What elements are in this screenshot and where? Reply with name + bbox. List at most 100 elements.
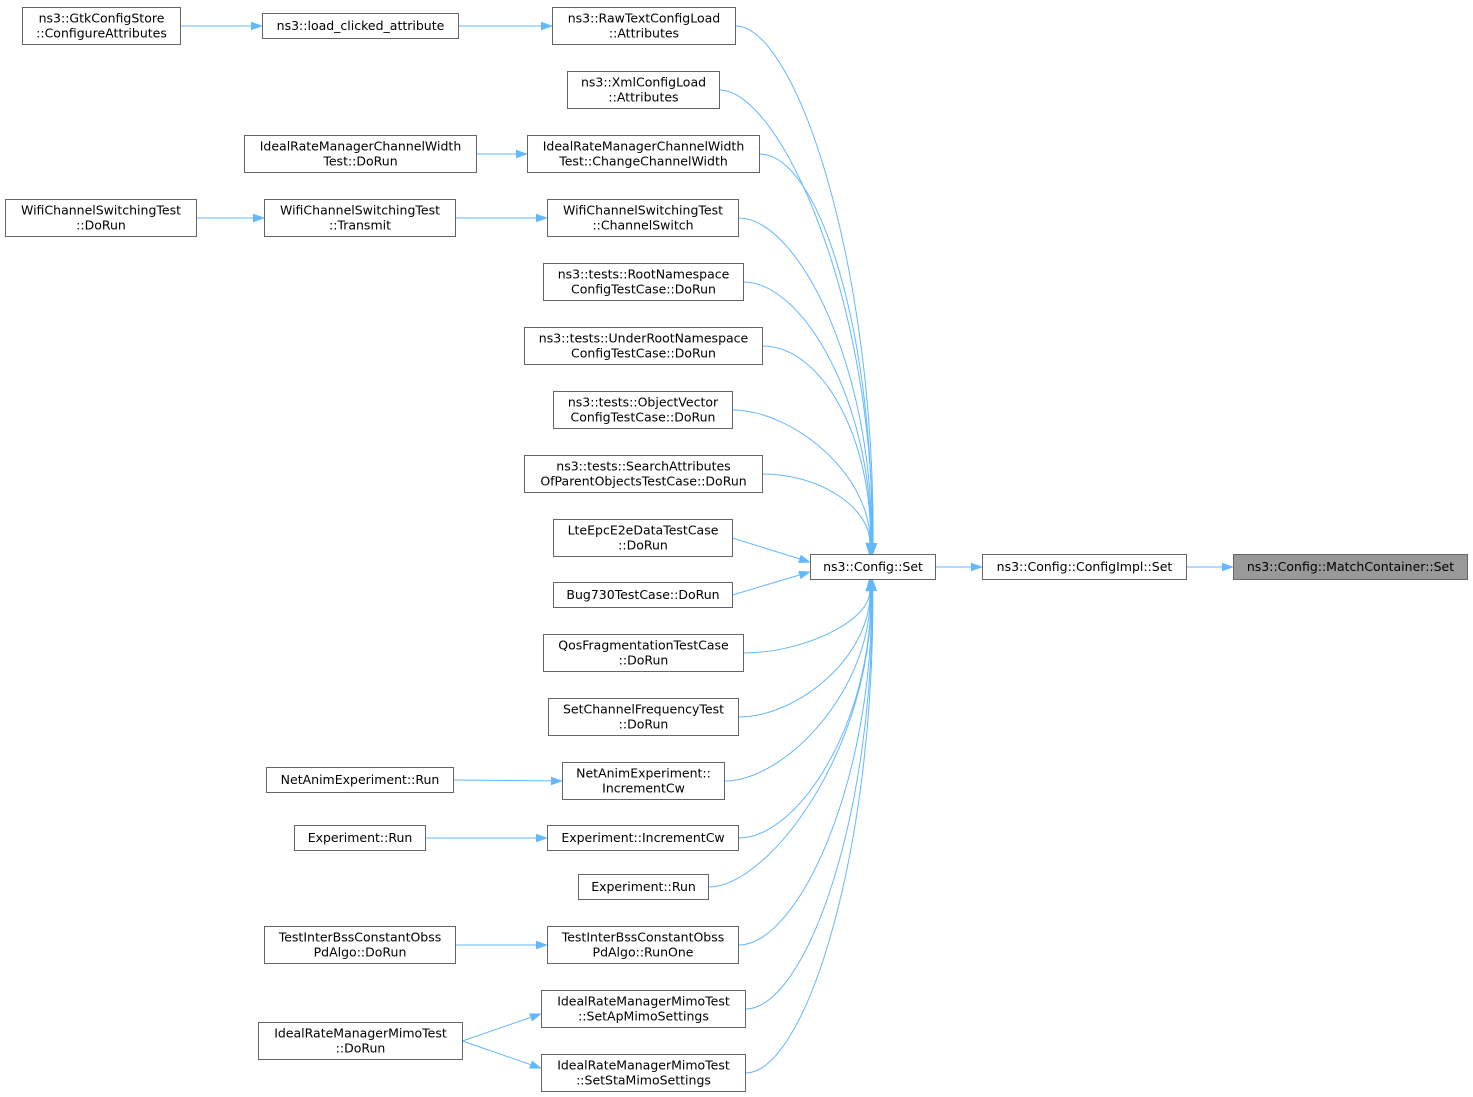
node-box [524, 327, 763, 365]
edge-layer [180, 21, 1234, 1074]
node-label: IncrementCw [602, 781, 685, 796]
node-setchanfreq[interactable]: SetChannelFrequencyTest::DoRun [548, 698, 739, 736]
node-label: ns3::Config::ConfigImpl::Set [997, 559, 1173, 574]
node-label: ::SetApMimoSettings [578, 1009, 709, 1024]
edge-arrowhead [868, 579, 878, 592]
node-configimpl[interactable]: ns3::Config::ConfigImpl::Set [982, 554, 1187, 580]
node-label: Experiment::Run [308, 830, 413, 845]
node-matchcont: ns3::Config::MatchContainer::Set [1233, 554, 1468, 580]
node-exp_inc[interactable]: Experiment::IncrementCw [547, 825, 739, 851]
edge-netanim_run-to-netanim_inc [453, 776, 563, 786]
node-label: IdealRateManagerMimoTest [557, 1058, 730, 1073]
edge-tibss_runone-to-configset [738, 579, 877, 946]
edge-exp_run_a-to-exp_inc [425, 833, 548, 843]
node-box [541, 990, 746, 1028]
node-label: ConfigTestCase::DoRun [571, 346, 716, 361]
edge-line [743, 281, 872, 544]
node-rootns[interactable]: ns3::tests::RootNamespaceConfigTestCase:… [543, 263, 744, 301]
node-box [244, 135, 477, 173]
node-box [1233, 554, 1468, 580]
node-ircw_change[interactable]: IdealRateManagerChannelWidthTest::Change… [527, 135, 760, 173]
node-qosfrag[interactable]: QosFragmentationTestCase::DoRun [543, 634, 744, 672]
edge-wcs_switch-to-configset [738, 217, 876, 555]
node-box [553, 391, 733, 429]
node-wcs_switch[interactable]: WifiChannelSwitchingTest::ChannelSwitch [547, 199, 739, 237]
node-box [547, 199, 739, 237]
edge-arrowhead [550, 776, 563, 786]
node-label: Experiment::IncrementCw [561, 830, 724, 845]
node-box [264, 199, 456, 237]
node-irmm_sta[interactable]: IdealRateManagerMimoTest::SetStaMimoSett… [541, 1054, 746, 1092]
edge-wcs_transmit-to-wcs_switch [455, 213, 548, 223]
edge-arrowhead [516, 149, 528, 159]
node-bug730[interactable]: Bug730TestCase::DoRun [553, 582, 733, 608]
node-label: ns3::tests::UnderRootNamespace [539, 331, 749, 346]
node-label: ::ConfigureAttributes [36, 26, 167, 41]
node-netanim_inc[interactable]: NetAnimExperiment::IncrementCw [562, 762, 725, 800]
node-label: PdAlgo::RunOne [593, 945, 694, 960]
node-wcs_dorun[interactable]: WifiChannelSwitchingTest::DoRun [5, 199, 197, 237]
node-xml[interactable]: ns3::XmlConfigLoad::Attributes [567, 71, 720, 109]
node-label: Bug730TestCase::DoRun [566, 587, 719, 602]
node-label: ns3::tests::SearchAttributes [556, 459, 730, 474]
node-label: IdealRateManagerMimoTest [557, 994, 730, 1009]
edge-arrowhead [253, 213, 265, 223]
node-wcs_transmit[interactable]: WifiChannelSwitchingTest::Transmit [264, 199, 456, 237]
edge-underroot-to-configset [762, 345, 875, 555]
node-rawtext[interactable]: ns3::RawTextConfigLoad::Attributes [552, 7, 736, 45]
node-box [258, 1022, 463, 1060]
node-label: ns3::Config::MatchContainer::Set [1247, 559, 1454, 574]
edge-rootns-to-configset [743, 281, 876, 555]
node-box [543, 634, 744, 672]
node-label: ::DoRun [619, 717, 669, 732]
edge-arrowhead [529, 1060, 542, 1069]
edge-arrowhead [798, 570, 811, 580]
node-box [553, 519, 733, 557]
node-label: OfParentObjectsTestCase::DoRun [540, 474, 746, 489]
edge-arrowhead [798, 554, 811, 563]
node-box [547, 825, 739, 851]
node-exp_run_a[interactable]: Experiment::Run [294, 825, 426, 851]
edge-line [759, 153, 873, 544]
node-box [548, 698, 739, 736]
edge-irmm_dorun-to-irmm_ap [462, 1013, 542, 1042]
node-box [567, 71, 720, 109]
node-label: ::ChannelSwitch [592, 218, 693, 233]
node-label: IdealRateManagerChannelWidth [260, 139, 462, 154]
edge-line [708, 590, 872, 888]
edge-line [732, 574, 801, 596]
node-label: SetChannelFrequencyTest [563, 702, 724, 717]
node-underroot[interactable]: ns3::tests::UnderRootNamespaceConfigTest… [524, 327, 763, 365]
edge-qosfrag-to-configset [743, 579, 875, 654]
edge-wcs_dorun-to-wcs_transmit [196, 213, 265, 223]
edge-line [453, 779, 552, 782]
node-label: NetAnimExperiment::Run [281, 772, 440, 787]
node-label: ns3::XmlConfigLoad [581, 75, 706, 90]
node-box [810, 554, 936, 580]
node-configset[interactable]: ns3::Config::Set [810, 554, 936, 580]
edge-line [732, 409, 871, 544]
edge-gtk-to-loadclick [180, 21, 263, 31]
edge-arrowhead [529, 1013, 542, 1022]
node-lteepc[interactable]: LteEpcE2eDataTestCase::DoRun [553, 519, 733, 557]
node-loadclick[interactable]: ns3::load_clicked_attribute [262, 13, 459, 39]
node-label: ::DoRun [618, 538, 668, 553]
edge-line [762, 473, 871, 544]
node-objvec[interactable]: ns3::tests::ObjectVectorConfigTestCase::… [553, 391, 733, 429]
node-searchattr[interactable]: ns3::tests::SearchAttributesOfParentObje… [524, 455, 763, 493]
node-box [547, 926, 739, 964]
edge-line [738, 590, 871, 718]
edge-arrowhead [251, 21, 263, 31]
edge-tibss_dorun-to-tibss_runone [455, 940, 548, 950]
node-exp_run_b[interactable]: Experiment::Run [578, 874, 709, 900]
edge-line [745, 590, 874, 1074]
node-irmm_dorun[interactable]: IdealRateManagerMimoTest::DoRun [258, 1022, 463, 1060]
node-gtk[interactable]: ns3::GtkConfigStore::ConfigureAttributes [22, 7, 181, 45]
edge-configimpl-to-matchcont [1186, 562, 1234, 572]
node-irmm_ap[interactable]: IdealRateManagerMimoTest::SetApMimoSetti… [541, 990, 746, 1028]
node-netanim_run[interactable]: NetAnimExperiment::Run [266, 767, 454, 793]
